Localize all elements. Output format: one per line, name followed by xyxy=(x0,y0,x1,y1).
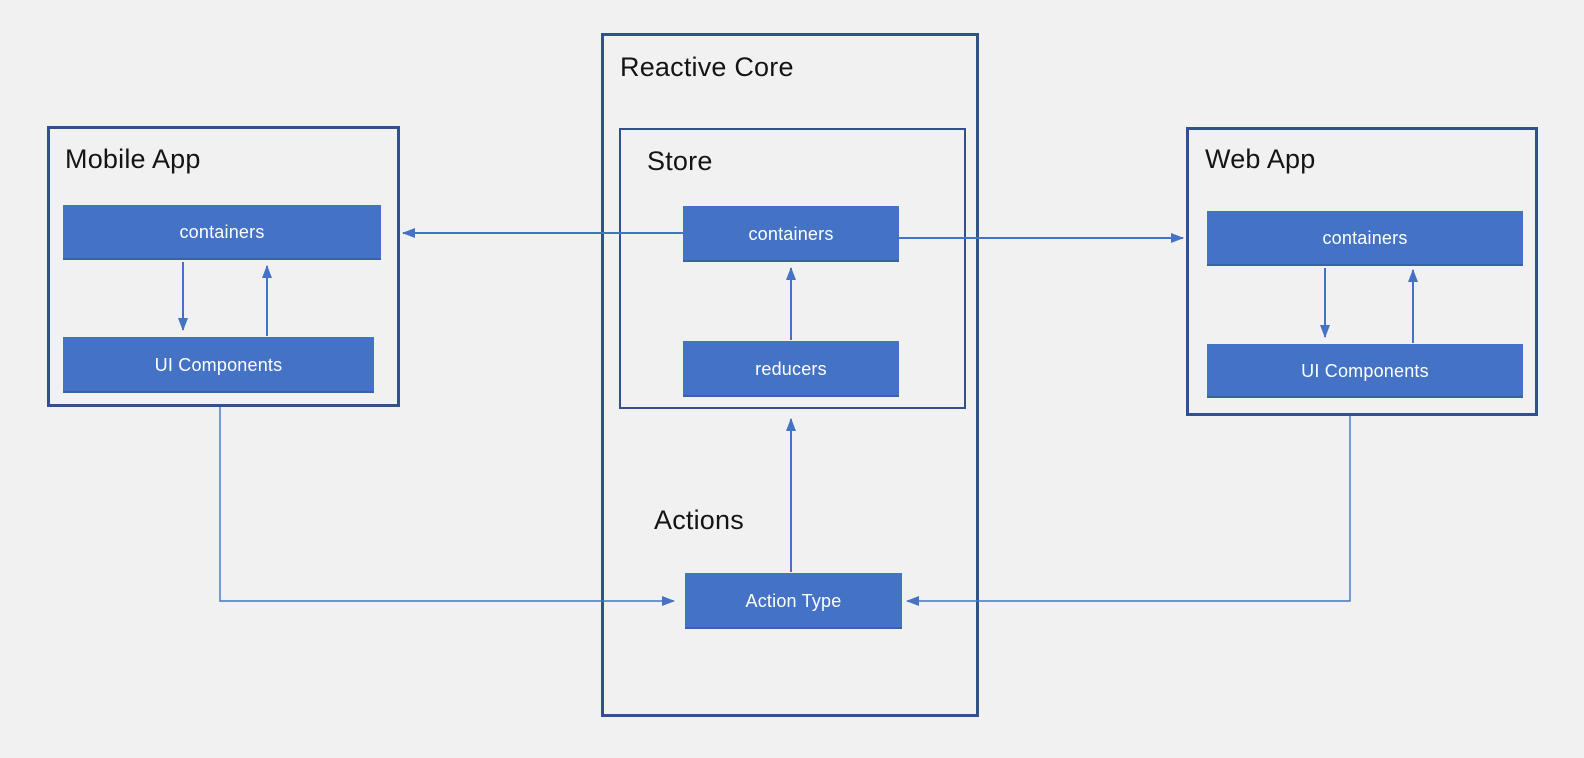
mobile-containers-node: containers xyxy=(63,205,381,260)
store-containers-node: containers xyxy=(683,206,899,262)
reactive-core-title: Reactive Core xyxy=(620,52,794,82)
mobile-ui-components-node: UI Components xyxy=(63,337,374,393)
store-title: Store xyxy=(647,146,713,176)
web-ui-components-node: UI Components xyxy=(1207,344,1523,398)
store-reducers-node: reducers xyxy=(683,341,899,397)
mobile-app-frame xyxy=(47,126,400,407)
web-containers-node: containers xyxy=(1207,211,1523,266)
actions-title: Actions xyxy=(654,505,744,535)
mobile-app-title: Mobile App xyxy=(65,144,201,174)
web-app-frame xyxy=(1186,127,1538,416)
reactive-core-frame xyxy=(601,33,979,717)
web-app-title: Web App xyxy=(1205,144,1316,174)
store-frame xyxy=(619,128,966,409)
action-type-node: Action Type xyxy=(685,573,902,629)
